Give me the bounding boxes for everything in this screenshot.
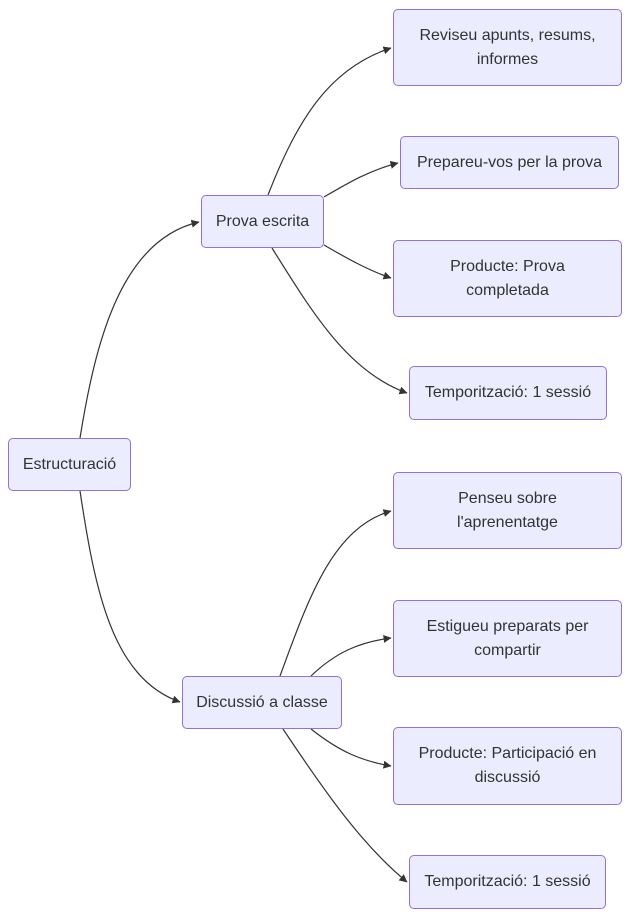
node-prepareu-vos: Prepareu-vos per la prova [400, 136, 619, 189]
edge-discussio-penseu [279, 509, 392, 677]
edge-discussio-estigueu [310, 634, 392, 677]
node-estigueu-preparats: Estigueu preparats per compartir [393, 600, 622, 677]
node-temporitzacio-1-sessio-discussio: Temporització: 1 sessió [409, 855, 606, 909]
node-estructuracio: Estructuració [8, 438, 131, 491]
node-penseu-sobre-aprenentatge: Penseu sobre l'aprenentatge [393, 472, 622, 549]
node-producte-prova-completada: Producte: Prova completada [393, 240, 622, 317]
node-discussio-a-classe: Discussió a classe [182, 676, 342, 729]
node-prova-escrita: Prova escrita [201, 195, 324, 248]
node-reviseu-apunts: Reviseu apunts, resums, informes [393, 9, 622, 86]
edge-root-prova [79, 219, 200, 439]
node-temporitzacio-1-sessio-prova: Temporització: 1 sessió [409, 366, 607, 420]
edge-prova-prepareu [323, 160, 399, 198]
node-producte-participacio: Producte: Participació en discussió [393, 727, 622, 805]
edge-discussio-temp2 [282, 728, 408, 883]
edge-prova-producte1 [323, 244, 392, 280]
edge-prova-temp1 [271, 247, 408, 395]
edge-root-discussio [79, 490, 181, 704]
edge-prova-reviseu [267, 46, 392, 196]
edge-discussio-producte2 [310, 728, 392, 769]
